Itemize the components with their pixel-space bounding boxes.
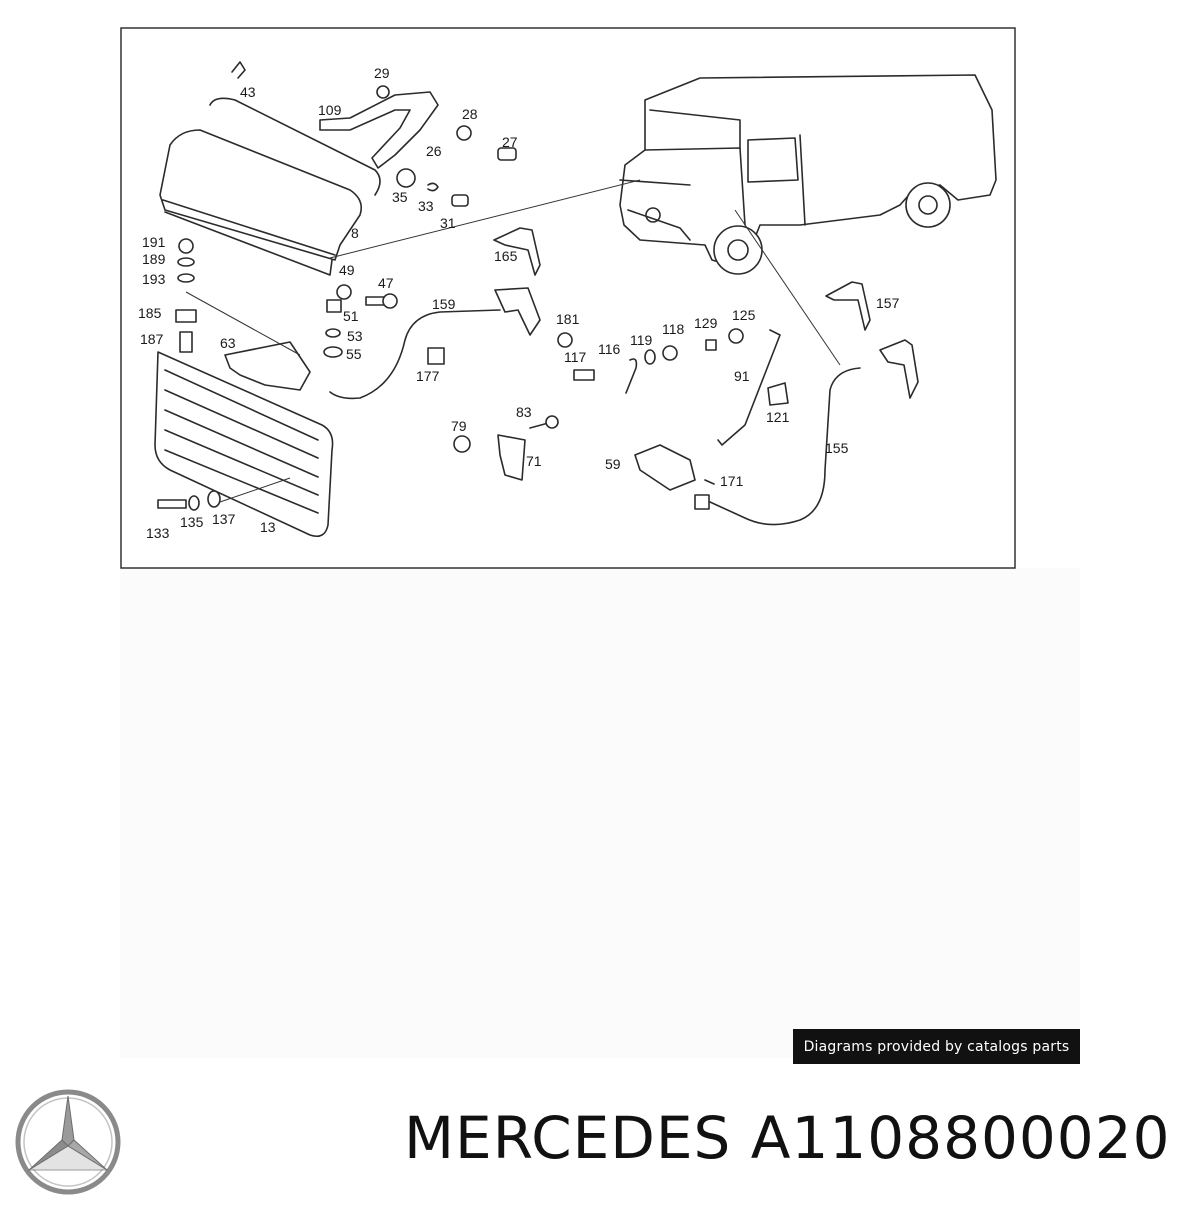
callout-label: 165 (494, 248, 518, 264)
callout-label: 189 (142, 251, 166, 267)
callout-label: 55 (346, 346, 362, 362)
callout-label: 181 (556, 311, 580, 327)
hood-hinge (319, 85, 517, 207)
callout-label: 59 (605, 456, 621, 472)
callout-label: 29 (374, 65, 390, 81)
callout-label: 33 (418, 198, 434, 214)
van-illustration (619, 74, 997, 275)
part-title: MERCEDES A1108800020 (404, 1104, 1171, 1172)
callout-label: 193 (142, 271, 166, 287)
diagram-credit-badge: Diagrams provided by catalogs parts (793, 1029, 1080, 1064)
callout-label: 187 (140, 331, 164, 347)
callout-label: 13 (260, 519, 276, 535)
release-cable-rear (709, 339, 919, 526)
callout-label: 157 (876, 295, 900, 311)
release-handle-165 (493, 227, 541, 276)
callout-label: 159 (432, 296, 456, 312)
callout-label: 171 (720, 473, 744, 489)
callout-label: 83 (516, 404, 532, 420)
callout-label: 125 (732, 307, 756, 323)
fastener-stack-left (175, 238, 197, 353)
callout-label: 133 (146, 525, 170, 541)
latch-small-parts (557, 328, 789, 446)
hood-panel (159, 129, 363, 276)
latch-bracket (224, 341, 311, 391)
callout-label: 28 (462, 106, 478, 122)
callout-label: 118 (662, 321, 685, 337)
mounting-plate (453, 415, 559, 481)
callout-label: 135 (180, 514, 204, 530)
callout-label: 117 (564, 349, 587, 365)
leader-to-van-latch (734, 209, 841, 366)
callout-label: 119 (630, 332, 653, 348)
callout-labels: 43 29 109 28 27 26 35 33 31 8 49 191 189… (138, 65, 900, 541)
callout-label: 63 (220, 335, 236, 351)
mercedes-star-icon (15, 1089, 121, 1195)
callout-label: 53 (347, 328, 363, 344)
radiator-grille (154, 351, 334, 538)
callout-label: 43 (240, 84, 256, 100)
callout-label: 121 (766, 409, 790, 425)
light-gray-backdrop (120, 568, 1080, 1058)
callout-label: 27 (502, 134, 518, 150)
callout-label: 31 (440, 215, 456, 231)
callout-label: 47 (378, 275, 394, 291)
callout-label: 116 (598, 341, 621, 357)
callout-label: 8 (351, 225, 359, 241)
callout-label: 49 (339, 262, 355, 278)
callout-label: 137 (212, 511, 236, 527)
callout-label: 71 (526, 453, 542, 469)
fastener-stack-center (323, 284, 398, 358)
support-rod (209, 97, 381, 196)
callout-label: 26 (426, 143, 442, 159)
release-cable-front (329, 287, 541, 400)
callout-label: 35 (392, 189, 408, 205)
callout-label: 191 (142, 234, 166, 250)
hood-lock (634, 444, 715, 510)
release-handle-157 (825, 281, 871, 331)
callout-label: 79 (451, 418, 467, 434)
callout-label: 91 (734, 368, 750, 384)
callout-label: 109 (318, 102, 342, 118)
callout-label: 177 (416, 368, 440, 384)
callout-label: 129 (694, 315, 718, 331)
leader-to-van-hood (329, 179, 641, 259)
callout-label: 185 (138, 305, 162, 321)
callout-label: 51 (343, 308, 359, 324)
callout-label: 155 (825, 440, 849, 456)
